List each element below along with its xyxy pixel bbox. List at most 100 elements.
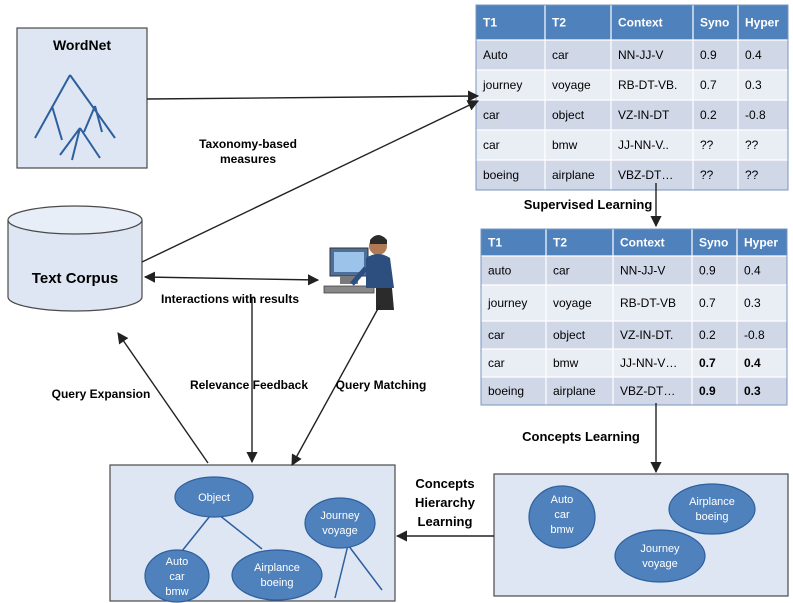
table-row: [476, 40, 788, 70]
interaction-arrow: [143, 271, 320, 286]
table-cell: 0.9: [700, 48, 717, 62]
table-cell: 0.2: [700, 108, 717, 122]
table-header-cell: Syno: [699, 236, 728, 250]
table-cell: JJ-NN-V…: [620, 356, 677, 370]
concept-airplane-node: Airplance boeing: [668, 483, 756, 535]
computer-user-icon: [323, 235, 394, 310]
hierarchy-object-node: Object: [174, 476, 254, 518]
hierarchy-auto-node: Auto car bmw: [144, 549, 210, 603]
concept-auto-label-3: bmw: [550, 524, 573, 536]
table-row: [481, 256, 787, 285]
hierarchy-airplane-node: Airplance boeing: [231, 549, 323, 601]
table-row: [481, 321, 787, 349]
table-cell: VBZ-DT…: [620, 384, 675, 398]
wordnet-tree-icon: [34, 74, 116, 161]
table-header-row: [481, 229, 787, 256]
hierarchy-object-label: Object: [198, 492, 230, 504]
wordnet-to-table-arrow: [146, 90, 480, 102]
table-header-cell: Hyper: [744, 236, 778, 250]
table-row: [476, 160, 788, 190]
hierarchy-learning-line2: Hierarchy: [415, 495, 476, 510]
concept-journey-node: Journey voyage: [614, 529, 706, 583]
concepts-learning-label: Concepts Learning: [522, 429, 640, 444]
concept-auto-label-1: Auto: [551, 494, 574, 506]
table-header-cell: T2: [552, 16, 566, 30]
table-cell: VZ-IN-DT.: [620, 328, 673, 342]
table-cell: voyage: [553, 296, 592, 310]
table-cell: ??: [745, 168, 759, 182]
table-cell: ??: [745, 138, 759, 152]
query-expansion-label: Query Expansion: [52, 387, 151, 401]
hierarchy-journey-label-2: voyage: [322, 525, 357, 537]
wordnet-box: WordNet: [16, 27, 148, 169]
corpus-to-table-arrow: [141, 100, 480, 263]
query-expansion-arrow: [117, 332, 209, 464]
table-cell: NN-JJ-V: [620, 264, 665, 278]
table-cell: VZ-IN-DT: [618, 108, 670, 122]
table-cell: 0.7: [699, 356, 716, 370]
hierarchy-journey-node: Journey voyage: [304, 497, 376, 549]
table-header-cell: T1: [483, 16, 497, 30]
arrows: [117, 90, 662, 542]
table-cell: 0.7: [700, 78, 717, 92]
concept-auto-node: Auto car bmw: [528, 485, 596, 549]
table-cell: boeing: [488, 384, 524, 398]
table-cell: voyage: [552, 78, 591, 92]
table-cell: 0.3: [744, 296, 761, 310]
concept-airplane-label-1: Airplance: [689, 496, 735, 508]
text-corpus-cylinder: Text Corpus: [7, 205, 143, 312]
table-cell: object: [553, 328, 586, 342]
table-header-row: [476, 5, 788, 40]
edge-labels: Taxonomy-based measures Supervised Learn…: [52, 137, 653, 529]
table-cell: RB-DT-VB.: [618, 78, 677, 92]
table-cell: auto: [488, 264, 512, 278]
table-header-cell: Hyper: [745, 16, 779, 30]
table-header-cell: Syno: [700, 16, 729, 30]
table-cell: 0.9: [699, 264, 716, 278]
concept-journey-label-1: Journey: [640, 543, 680, 555]
hierarchy-airplane-label-2: boeing: [260, 577, 293, 589]
table-cell: bmw: [552, 138, 578, 152]
table-row: [481, 377, 787, 405]
table-header-cell: T1: [488, 236, 502, 250]
table-cell: car: [483, 138, 500, 152]
table-cell: car: [483, 108, 500, 122]
table-cell: ??: [700, 138, 714, 152]
table-cell: car: [552, 48, 569, 62]
table-cell: airplane: [552, 168, 595, 182]
concept-airplane-label-2: boeing: [695, 511, 728, 523]
table-cell: 0.3: [745, 78, 762, 92]
table-row: [476, 100, 788, 130]
supervised-learning-label: Supervised Learning: [524, 197, 653, 212]
hierarchy-journey-label-1: Journey: [320, 510, 360, 522]
query-matching-arrow: [291, 304, 381, 466]
table-cell: 0.4: [744, 356, 761, 370]
table-cell: 0.9: [699, 384, 716, 398]
concept-auto-label-2: car: [554, 509, 570, 521]
hierarchy-airplane-label-1: Airplance: [254, 562, 300, 574]
table-cell: NN-JJ-V: [618, 48, 663, 62]
table-cell: 0.7: [699, 296, 716, 310]
table-cell: 0.2: [699, 328, 716, 342]
concept-journey-label-2: voyage: [642, 558, 677, 570]
table-cell: Auto: [483, 48, 508, 62]
table-header-cell: T2: [553, 236, 567, 250]
table-cell: car: [553, 264, 570, 278]
table-cell: boeing: [483, 168, 519, 182]
table-cell: object: [552, 108, 585, 122]
hierarchy-learning-line3: Learning: [418, 514, 473, 529]
taxonomy-label-line1: Taxonomy-based: [199, 137, 297, 151]
hierarchy-auto-label-2: car: [169, 571, 185, 583]
corpus-title: Text Corpus: [32, 270, 118, 287]
table-cell: bmw: [553, 356, 579, 370]
table-header-cell: Context: [620, 236, 665, 250]
table-cell: 0.4: [744, 264, 761, 278]
table-cell: car: [488, 356, 505, 370]
taxonomy-label-line2: measures: [220, 152, 276, 166]
hierarchy-box: Object Auto car bmw Airplance boeing Jou…: [109, 464, 396, 603]
query-matching-label: Query Matching: [336, 378, 427, 392]
wordnet-title: WordNet: [53, 37, 111, 53]
hierarchy-edges: [177, 510, 383, 599]
